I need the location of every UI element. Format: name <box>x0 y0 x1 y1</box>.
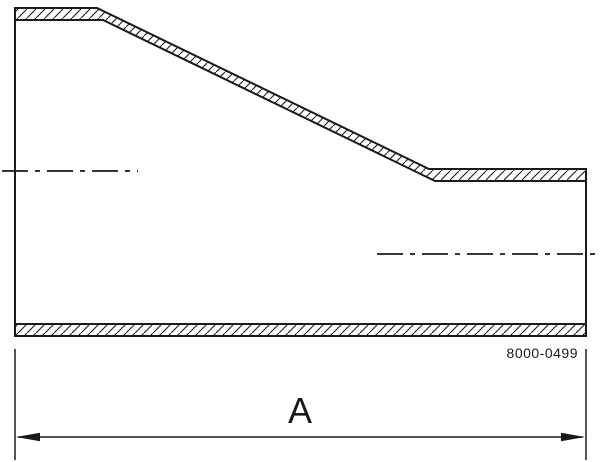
dimension-arrow-left <box>16 432 40 442</box>
part-number: 8000-0499 <box>507 345 578 361</box>
dimension-arrow-right <box>561 432 585 442</box>
top-wall-hatched-section <box>14 7 587 182</box>
dimension-label: A <box>288 390 312 431</box>
bottom-wall-hatched-section <box>14 323 587 337</box>
